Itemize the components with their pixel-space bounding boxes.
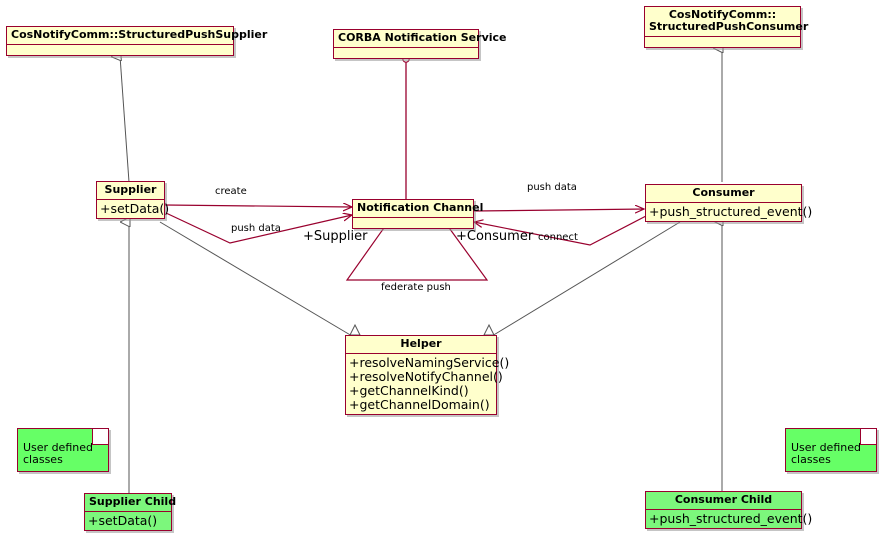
class-box-structured-push-supplier[interactable]: CosNotifyComm::StructuredPushSupplier: [6, 26, 267, 56]
member-get-channel-domain: +getChannelDomain(): [349, 397, 490, 412]
member-push-structured-event: +push_structured_event(): [649, 204, 813, 219]
note-text-right: User defined classes: [791, 441, 861, 466]
edge-channel-pushdata-consumer: [473, 209, 644, 211]
member-resolve-naming-service: +resolveNamingService(): [349, 355, 510, 370]
member-get-channel-kind: +getChannelKind(): [349, 383, 469, 398]
generalization-arrowhead-helper-right: [483, 323, 495, 336]
class-name-notification-channel: Notification Channel: [353, 200, 483, 218]
class-members-supplier-child: +setData(): [85, 512, 171, 530]
edge-label-push-data-left: push data: [231, 223, 281, 234]
class-name-line-1: CosNotifyComm::: [668, 8, 777, 21]
generalization-arrowhead-helper-left: [349, 323, 361, 336]
edge-supplier-create-channel: [164, 205, 352, 207]
class-name-corba-notification-service: CORBA Notification Service: [334, 30, 507, 48]
class-box-supplier-child[interactable]: Supplier Child +setData(): [84, 493, 176, 531]
class-members-structured-push-consumer: [645, 37, 800, 47]
member-setdata: +setData(): [100, 201, 170, 216]
class-members-notification-channel: [353, 218, 473, 228]
class-box-structured-push-consumer[interactable]: CosNotifyComm:: StructuredPushConsumer: [644, 6, 808, 48]
class-box-supplier[interactable]: Supplier +setData(): [96, 181, 170, 219]
note-text-left: User defined classes: [23, 441, 93, 466]
class-members-consumer: +push_structured_event(): [646, 203, 813, 221]
class-name-line-2: StructuredPushConsumer: [649, 20, 809, 33]
edge-label-role-consumer: +Consumer: [456, 229, 534, 244]
class-name-consumer: Consumer: [646, 185, 801, 203]
member-push-structured-event-child: +push_structured_event(): [649, 511, 813, 526]
edge-label-create: create: [215, 186, 247, 197]
class-name-structured-push-supplier: CosNotifyComm::StructuredPushSupplier: [7, 27, 267, 45]
class-box-notification-channel[interactable]: Notification Channel: [352, 199, 483, 229]
class-members-structured-push-supplier: [7, 45, 233, 55]
edge-label-role-supplier: +Supplier: [303, 229, 368, 244]
note-user-defined-classes-right[interactable]: User defined classes: [785, 428, 877, 472]
class-name-supplier: Supplier: [97, 182, 164, 200]
class-members-supplier: +setData(): [97, 200, 170, 218]
member-resolve-notify-channel: +resolveNotifyChannel(): [349, 369, 503, 384]
class-box-consumer-child[interactable]: Consumer Child +push_structured_event(): [645, 491, 813, 529]
edge-label-federate-push: federate push: [381, 282, 451, 293]
class-box-helper[interactable]: Helper +resolveNamingService() +resolveN…: [345, 335, 510, 415]
class-name-supplier-child: Supplier Child: [85, 494, 176, 512]
edge-supplier-to-structuredpushsupplier: [120, 56, 130, 183]
class-name-structured-push-consumer: CosNotifyComm:: StructuredPushConsumer: [645, 7, 808, 37]
class-members-consumer-child: +push_structured_event(): [646, 510, 813, 528]
class-box-consumer[interactable]: Consumer +push_structured_event(): [645, 184, 813, 222]
note-fold-corner-icon: [92, 429, 108, 445]
class-name-consumer-child: Consumer Child: [646, 492, 801, 510]
class-members-corba-notification-service: [334, 48, 478, 58]
note-fold-corner-icon: [860, 429, 876, 445]
class-box-corba-notification-service[interactable]: CORBA Notification Service: [333, 29, 507, 59]
member-setdata-child: +setData(): [88, 513, 158, 528]
class-name-helper: Helper: [346, 336, 496, 354]
class-members-helper: +resolveNamingService() +resolveNotifyCh…: [346, 354, 510, 414]
edge-label-push-data-right: push data: [527, 182, 577, 193]
note-user-defined-classes-left[interactable]: User defined classes: [17, 428, 109, 472]
edge-label-connect: connect: [538, 232, 578, 243]
